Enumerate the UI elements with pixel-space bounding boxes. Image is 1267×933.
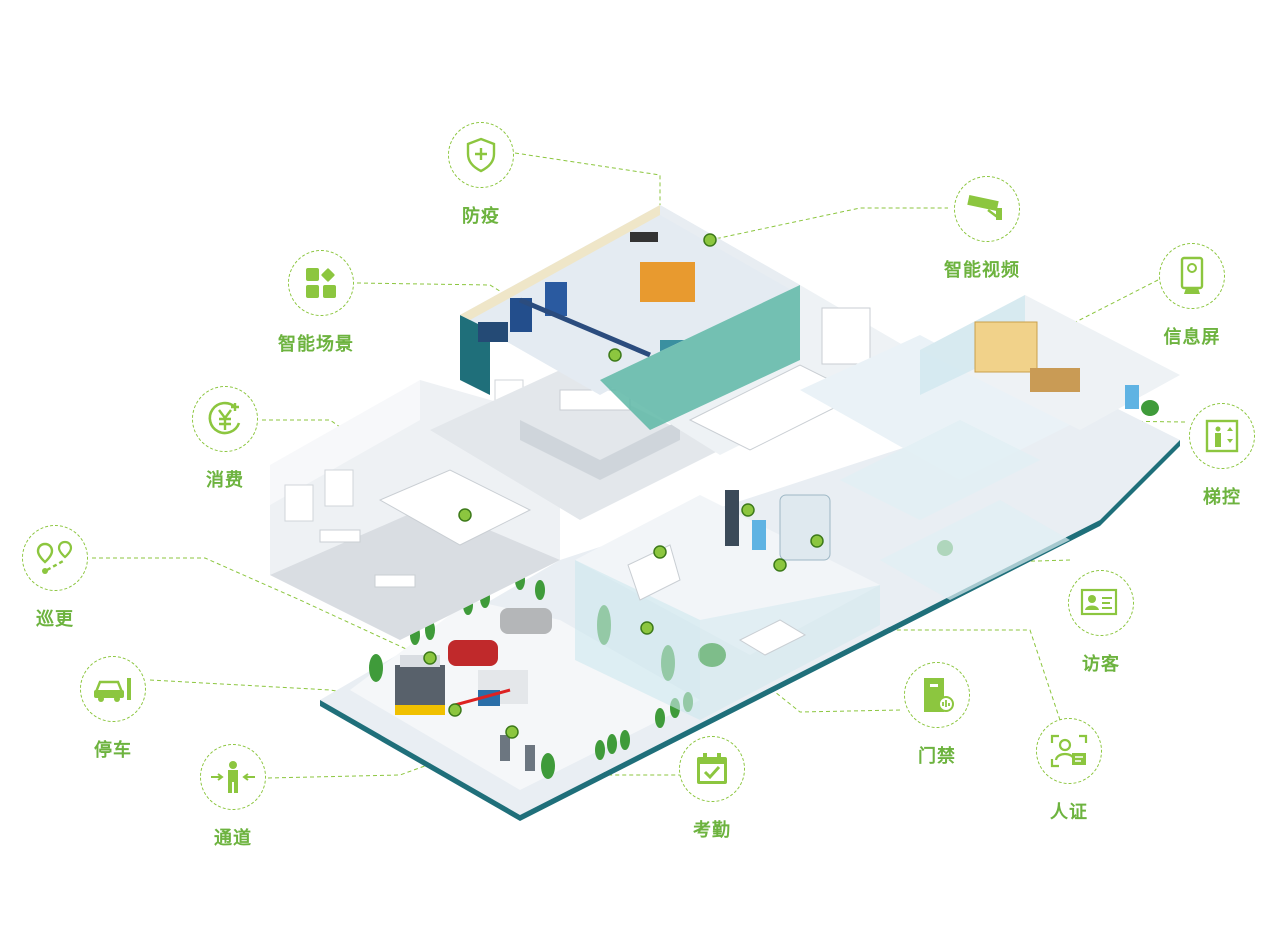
visitor-ring [1068,570,1134,636]
lobby [575,490,880,720]
video-ring [954,176,1020,242]
fangyi-label: 防疫 [462,206,500,227]
hotspots [423,233,824,739]
node-elevator[interactable]: 梯控 [1187,403,1257,509]
map-pins-icon [36,540,73,574]
elevator-ring [1189,403,1255,469]
node-access[interactable]: 门禁 [902,662,972,768]
patrol-label: 巡更 [36,609,74,630]
access-label: 门禁 [918,746,956,767]
node-video[interactable]: 智能视频 [944,176,1022,282]
infoscreen-ring [1159,243,1225,309]
kitchen [430,370,720,520]
consume-label: 消费 [206,470,244,491]
patrol-ring [22,525,88,591]
video-label: 智能视频 [944,260,1020,281]
office-main [600,285,920,455]
factory-floor [460,205,800,395]
node-scene[interactable]: 智能场景 [278,250,356,356]
idverify-label: 人证 [1050,802,1088,823]
node-patrol[interactable]: 巡更 [20,525,90,631]
kiosk-icon [1180,256,1204,294]
scene-ring [288,250,354,316]
node-attendance[interactable]: 考勤 [677,736,747,842]
id-card-icon [1080,588,1118,616]
door-reader-icon [924,678,954,712]
parking-label: 停车 [94,740,132,761]
node-idverify[interactable]: 人证 [1034,718,1104,824]
fangyi-ring [448,122,514,188]
node-infoscreen[interactable]: 信息屏 [1157,243,1227,349]
attendance-label: 考勤 [693,820,731,841]
visitor-label: 访客 [1082,654,1120,675]
shield-icon [466,137,496,173]
elevator-label: 梯控 [1203,487,1241,508]
scene-label: 智能场景 [278,334,354,355]
grid-icon [306,268,336,298]
idverify-ring [1036,718,1102,784]
access-ring [904,662,970,728]
yuan-coin-icon [208,401,241,435]
camera-icon [967,194,1002,220]
face-id-icon [1050,734,1088,768]
node-visitor[interactable]: 访客 [1066,570,1136,676]
node-consume[interactable]: 消费 [190,386,260,492]
calendar-check-icon [697,753,727,784]
office-glass [800,295,1180,600]
channel-label: 通道 [214,828,252,849]
parking-ring [80,656,146,722]
elevator-icon [1205,419,1239,453]
attendance-ring [679,736,745,802]
node-channel[interactable]: 通道 [198,744,268,850]
walking-person-icon [211,761,255,793]
consume-ring [192,386,258,452]
infoscreen-label: 信息屏 [1163,327,1221,348]
node-parking[interactable]: 停车 [78,656,148,762]
car-barrier-icon [94,678,131,702]
node-fangyi[interactable]: 防疫 [446,122,516,228]
channel-ring [200,744,266,810]
